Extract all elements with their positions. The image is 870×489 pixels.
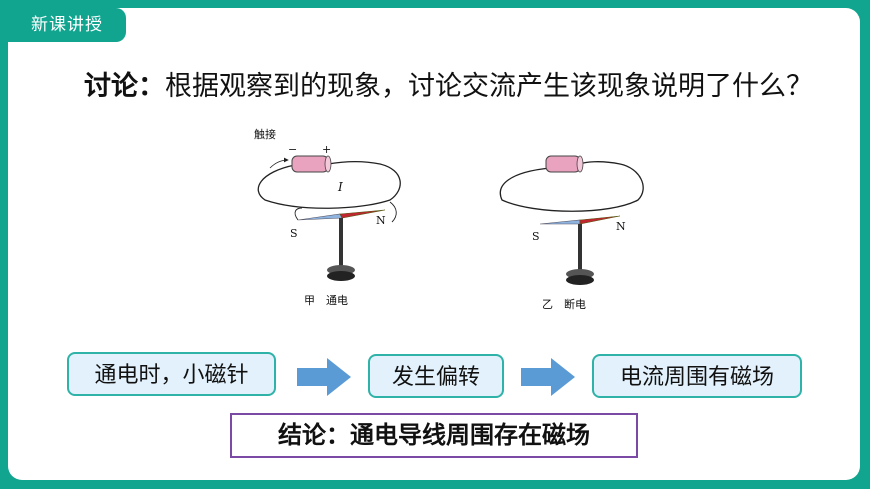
battery-icon: [291, 155, 329, 173]
flow-arrow-1-icon: [297, 358, 351, 396]
experiment-figure-unpowered: S N 乙 断电: [499, 155, 644, 311]
needle-north: [579, 215, 621, 225]
flow-step-3: 电流周围有磁场: [592, 354, 802, 398]
battery-icon: [545, 155, 581, 173]
flow-arrow-2-icon: [521, 358, 575, 396]
right-s-label: S: [532, 230, 540, 243]
flow-step-2: 发生偏转: [368, 354, 504, 398]
flow-step-1: 通电时，小磁针: [67, 352, 276, 396]
slide-canvas: [8, 8, 860, 480]
right-caption: 乙 断电: [542, 297, 586, 311]
minus-sign: −: [288, 143, 297, 156]
discussion-heading: 讨论：根据观察到的现象，讨论交流产生该现象说明了什么？: [84, 70, 814, 104]
discussion-text: 根据观察到的现象，讨论交流产生该现象说明了什么？: [165, 71, 813, 102]
left-s-label: S: [290, 227, 298, 240]
contact-label: 触接: [254, 127, 276, 141]
section-tag: 新课讲授: [8, 8, 126, 42]
right-n-label: N: [616, 220, 626, 233]
needle-south: [539, 219, 581, 225]
left-caption: 甲 通电: [304, 294, 348, 307]
discussion-label: 讨论：: [84, 71, 165, 102]
experiment-figure-powered: 触接 − + I S N 甲 通电: [254, 127, 401, 307]
wire-loop: [257, 161, 401, 209]
needle-south: [297, 213, 343, 221]
needle-north: [339, 209, 386, 219]
wire-loop: [499, 161, 644, 212]
conclusion-box: 结论：通电导线周围存在磁场: [230, 413, 638, 458]
plus-sign: +: [322, 143, 331, 156]
left-n-label: N: [376, 214, 386, 227]
current-label: I: [337, 180, 343, 194]
